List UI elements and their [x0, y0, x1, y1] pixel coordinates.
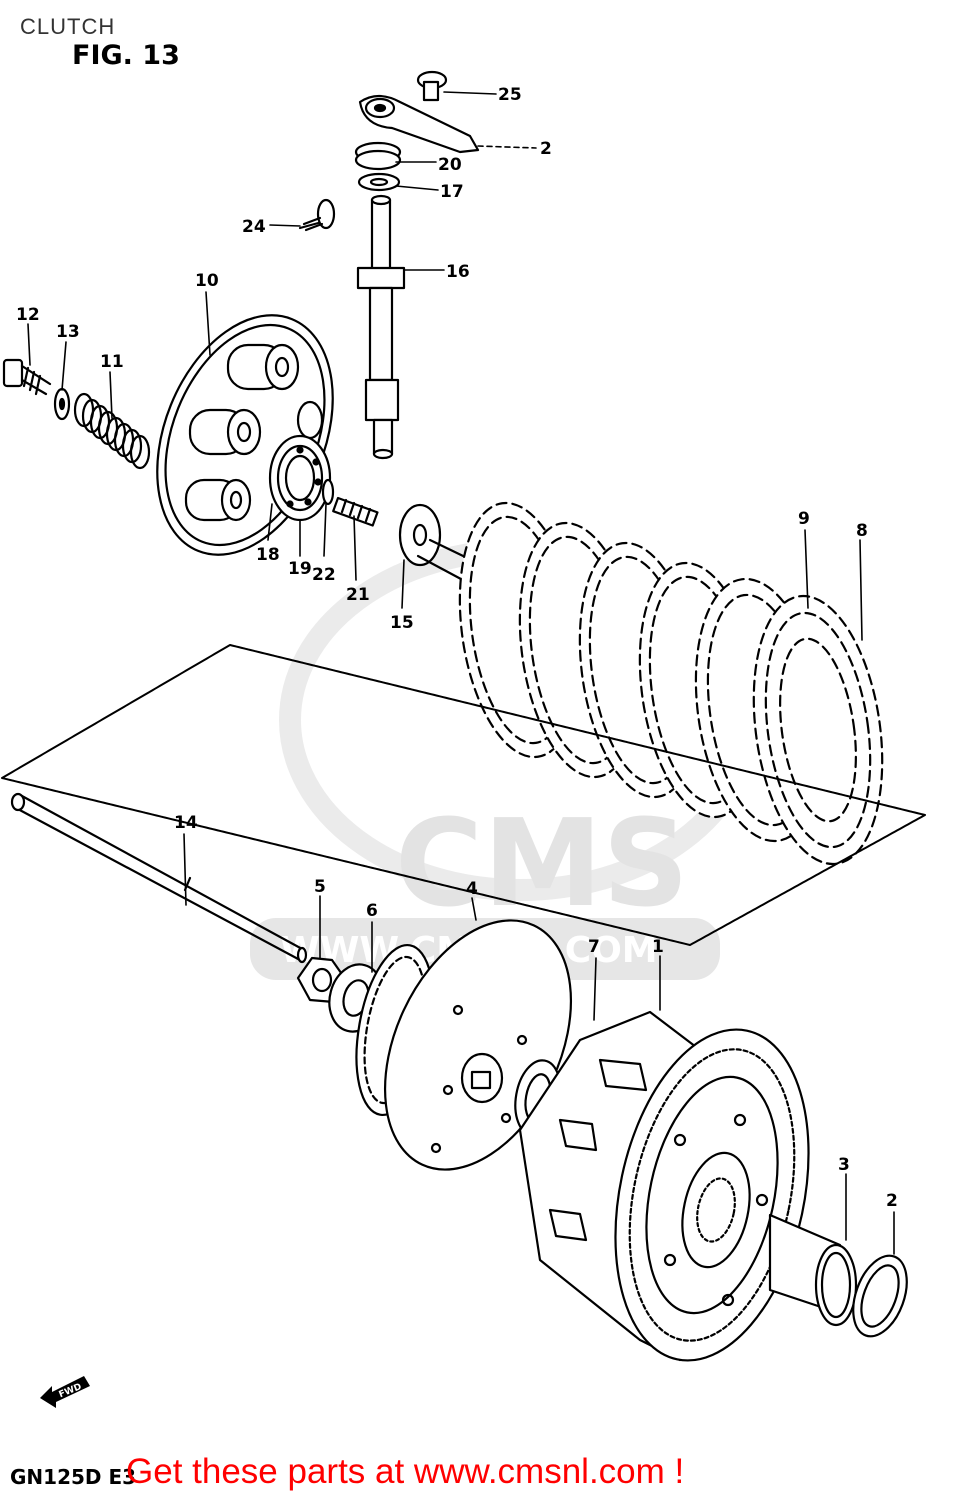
callout-3: 3 [838, 1155, 850, 1175]
callout-20: 20 [438, 155, 462, 175]
callout-19: 19 [288, 559, 312, 579]
part-23-lever [358, 94, 480, 154]
figure-number: FIG. 13 [72, 40, 180, 71]
part-2-washer [852, 1254, 908, 1338]
callout-9: 9 [798, 509, 810, 529]
callout-16: 16 [446, 262, 470, 282]
callout-labels: 25 2 20 17 24 16 10 12 13 11 18 19 22 21… [16, 85, 898, 1211]
callout-10: 10 [195, 271, 219, 291]
model-code: GN125D E3 [10, 1465, 137, 1489]
callout-1: 1 [652, 937, 664, 957]
callout-25: 25 [498, 85, 522, 105]
callout-24: 24 [242, 217, 266, 237]
callout-5: 5 [314, 877, 326, 897]
part-25-screw [416, 70, 448, 102]
callout-15: 15 [390, 613, 414, 633]
callout-17: 17 [440, 182, 464, 202]
callout-6: 6 [366, 901, 378, 921]
fwd-label: FWD [58, 1382, 84, 1400]
part-24-bolt [298, 198, 336, 232]
part-11-clutch-spring [73, 392, 151, 470]
part-3-spacer [768, 1213, 858, 1327]
callout-14: 14 [174, 813, 198, 833]
part-10-pressure-plate [156, 314, 334, 556]
fwd-arrow-icon: FWD [40, 1376, 90, 1408]
part-12-bolt [2, 358, 52, 396]
part-13-washer [53, 387, 71, 421]
callout-8: 8 [856, 521, 868, 541]
callout-12: 12 [16, 305, 40, 325]
part-22-ring [321, 478, 335, 506]
callout-7: 7 [588, 937, 600, 957]
part-19-bearing [268, 434, 332, 522]
page-title: CLUTCH [20, 14, 116, 39]
part-1-clutch-housing [518, 1010, 810, 1362]
part-20-spring [354, 141, 402, 171]
callout-21: 21 [346, 585, 370, 605]
callout-18: 18 [256, 545, 280, 565]
watermark-brand: CMS [395, 795, 689, 934]
leader-lines [27, 91, 895, 1255]
assembly-boundary [1, 644, 926, 946]
callout-22: 22 [312, 565, 336, 585]
promo-link[interactable]: Get these parts at www.cmsnl.com ! [126, 1452, 685, 1491]
part-14-shaft [10, 792, 308, 964]
callout-23: 2 [540, 139, 552, 159]
part-16-release-shaft [356, 194, 406, 460]
part-17-washer [357, 172, 401, 192]
callout-13: 13 [56, 322, 80, 342]
callout-2: 2 [886, 1191, 898, 1211]
callout-11: 11 [100, 352, 124, 372]
part-21-pin [332, 496, 379, 527]
callout-4: 4 [466, 879, 478, 899]
